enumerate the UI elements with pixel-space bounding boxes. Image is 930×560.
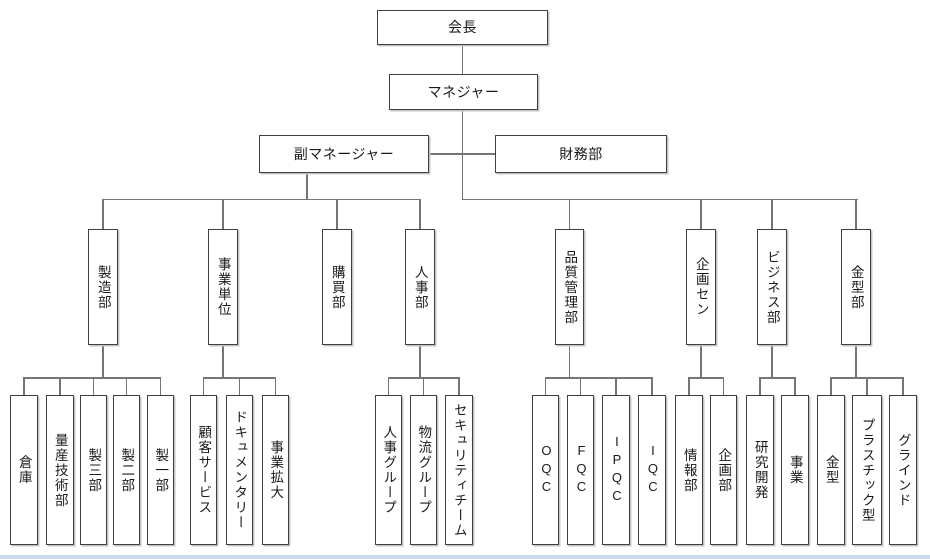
connector-line bbox=[544, 377, 547, 395]
org-node-mfg-dept-3: 製三部 bbox=[80, 395, 107, 545]
connector-line bbox=[830, 377, 832, 395]
org-node-documentary: ドキュメンタリー bbox=[226, 395, 253, 545]
org-node-grind: グラインド bbox=[889, 395, 917, 545]
org-node-mold: 金型 bbox=[817, 395, 845, 545]
connector-line bbox=[222, 198, 224, 229]
connector-line bbox=[688, 377, 690, 395]
org-node-quality-control-dept: 品質管理部 bbox=[555, 229, 584, 345]
connector-line bbox=[688, 377, 724, 379]
org-node-warehouse: 倉庫 bbox=[10, 395, 38, 545]
connector-line bbox=[458, 377, 460, 395]
connector-line bbox=[387, 377, 390, 395]
connector-line bbox=[568, 198, 571, 229]
connector-line bbox=[306, 173, 308, 199]
connector-line bbox=[794, 377, 796, 395]
connector-line bbox=[461, 45, 464, 74]
connector-line bbox=[544, 377, 653, 379]
org-node-planning-center: 企画セン bbox=[686, 229, 716, 345]
connector-line bbox=[759, 377, 761, 395]
org-node-info-dept: 情報部 bbox=[675, 395, 703, 545]
connector-line bbox=[902, 377, 904, 395]
org-node-mfg-dept-1: 製一部 bbox=[147, 395, 174, 545]
connector-line bbox=[59, 377, 61, 395]
connector-line bbox=[102, 198, 104, 229]
connector-line bbox=[615, 377, 617, 395]
connector-line bbox=[23, 377, 162, 379]
org-node-planning-dept: 企画部 bbox=[710, 395, 737, 545]
connector-line bbox=[700, 198, 702, 229]
connector-line bbox=[23, 377, 25, 395]
org-node-manufacturing-dept: 製造部 bbox=[88, 229, 118, 345]
org-node-customer-service: 顧客サービス bbox=[190, 395, 217, 545]
connector-line bbox=[92, 377, 95, 395]
org-node-oqc: OQC bbox=[532, 395, 559, 545]
connector-line bbox=[771, 345, 773, 378]
connector-line bbox=[651, 377, 653, 395]
org-node-mold-dept: 金型部 bbox=[841, 229, 871, 345]
connector-line bbox=[866, 377, 868, 395]
org-node-logistics-group: 物流グループ bbox=[410, 395, 437, 545]
org-node-hr-dept: 人事部 bbox=[405, 229, 435, 345]
org-node-business-dept: ビジネス部 bbox=[757, 229, 787, 345]
org-node-business-unit: 事業単位 bbox=[208, 229, 238, 345]
connector-line bbox=[274, 377, 277, 395]
org-node-rnd: 研究開発 bbox=[746, 395, 774, 545]
connector-line bbox=[202, 377, 205, 395]
connector-line bbox=[422, 377, 425, 395]
org-node-iqc: IQC bbox=[638, 395, 666, 545]
connector-line bbox=[419, 345, 421, 378]
org-node-manager: マネジャー bbox=[389, 74, 538, 110]
connector-line bbox=[855, 198, 857, 229]
org-node-business-expansion: 事業拡大 bbox=[262, 395, 289, 545]
org-node-mfg-dept-2: 製二部 bbox=[113, 395, 140, 545]
connector-line bbox=[771, 198, 773, 229]
connector-line bbox=[222, 345, 224, 378]
connector-line bbox=[759, 377, 796, 379]
connector-line bbox=[238, 377, 241, 395]
org-node-business: 事業 bbox=[781, 395, 809, 545]
org-node-vice-manager: 副マネージャー bbox=[259, 135, 429, 173]
org-node-fqc: FQC bbox=[567, 395, 594, 545]
org-node-purchasing-dept: 購買部 bbox=[322, 229, 352, 345]
connector-line bbox=[579, 377, 582, 395]
connector-line bbox=[722, 377, 725, 395]
connector-line bbox=[336, 198, 338, 229]
connector-line bbox=[855, 345, 857, 378]
connector-line bbox=[568, 345, 571, 378]
org-node-hr-group: 人事グループ bbox=[375, 395, 402, 545]
org-node-chairman: 会長 bbox=[377, 10, 548, 45]
connector-line bbox=[125, 377, 128, 395]
org-node-plastic-mold: プラスチック型 bbox=[852, 395, 882, 545]
org-node-security-team: セキュリティチーム bbox=[445, 395, 473, 545]
bottom-accent-line bbox=[0, 555, 930, 559]
connector-line bbox=[102, 198, 421, 201]
connector-line bbox=[419, 198, 421, 229]
connector-line bbox=[102, 345, 104, 378]
org-node-finance-dept: 財務部 bbox=[495, 135, 667, 173]
org-node-ipqc: IPQC bbox=[602, 395, 630, 545]
connector-line bbox=[159, 377, 162, 395]
org-node-mass-production-tech-dept: 量産技術部 bbox=[46, 395, 74, 545]
connector-line bbox=[429, 153, 495, 155]
connector-line bbox=[700, 345, 702, 378]
connector-line bbox=[461, 198, 858, 201]
